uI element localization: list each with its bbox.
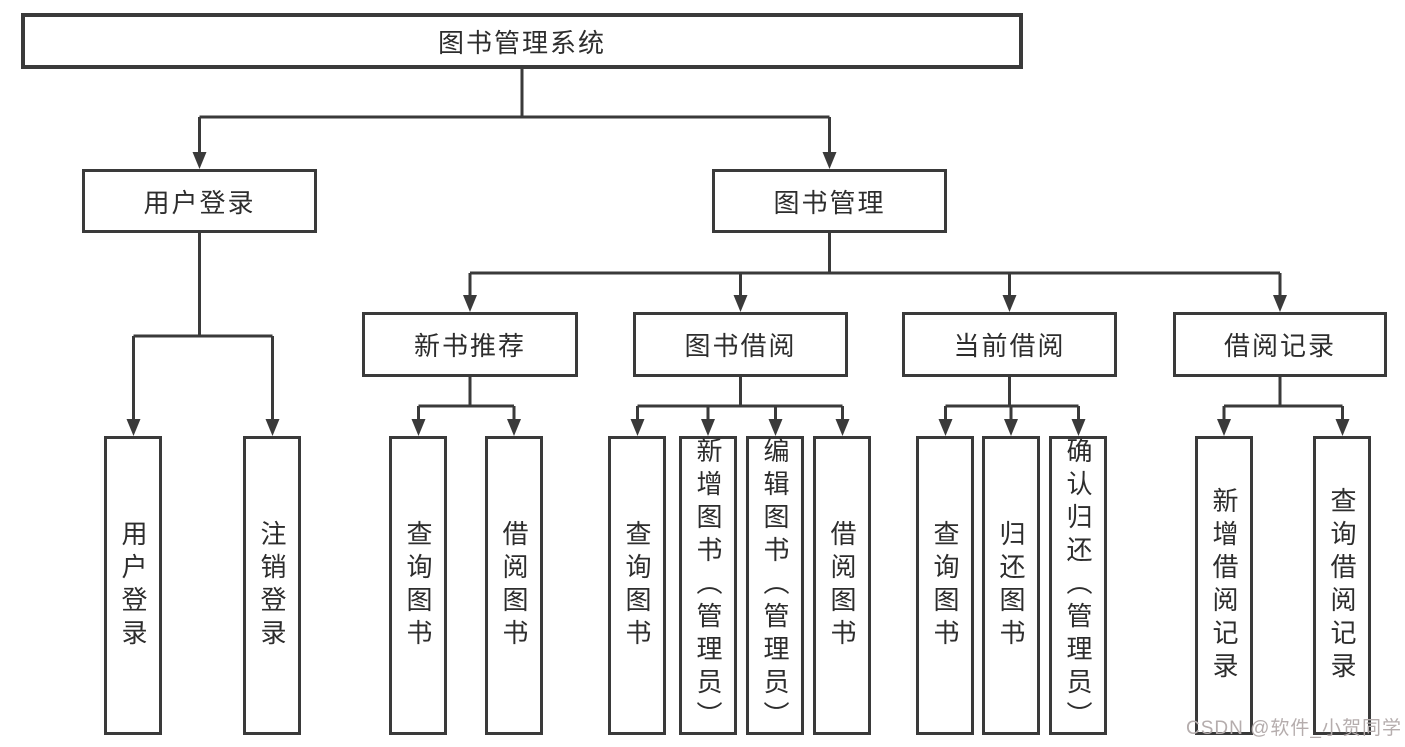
leaf-rec-query-book: 查询图书	[389, 436, 447, 735]
arrowhead	[411, 419, 426, 436]
node-book-mgmt-label: 图书管理	[773, 187, 886, 218]
node-user-login-label: 用户登录	[143, 187, 256, 218]
arrowhead	[1004, 419, 1018, 436]
leaf-cb-return-book: 归还图书	[982, 436, 1040, 735]
leaf-cb-confirm-return: 确认归还（管理员）	[1049, 436, 1107, 735]
leaf-br-add-record-label: 新增借阅记录	[1209, 486, 1239, 685]
arrowhead	[463, 295, 477, 312]
leaf-bb-add-book: 新增图书（管理员）	[679, 436, 737, 735]
arrowhead	[938, 419, 953, 436]
arrowhead	[768, 419, 783, 436]
node-book-borrow: 图书借阅	[633, 312, 848, 377]
node-book-borrow-label: 图书借阅	[684, 331, 797, 361]
connector-book-mgmt-children	[463, 233, 1287, 312]
connector-user-login-children	[126, 233, 280, 436]
leaf-cb-query-book-label: 查询图书	[930, 519, 960, 652]
leaf-br-query-record: 查询借阅记录	[1313, 436, 1371, 735]
connector-new-book-rec-children	[411, 377, 521, 436]
leaf-logout: 注销登录	[243, 436, 301, 735]
leaf-cb-query-book: 查询图书	[916, 436, 974, 735]
connector-root-to-level2	[192, 69, 837, 169]
leaf-user-login-label: 用户登录	[118, 519, 148, 652]
leaf-logout-label: 注销登录	[257, 519, 287, 652]
leaf-bb-edit-book-label: 编辑图书（管理员）	[760, 437, 790, 734]
leaf-bb-query-book-label: 查询图书	[622, 519, 652, 652]
leaf-rec-borrow-book-label: 借阅图书	[499, 519, 529, 652]
connector-current-borrow-children	[938, 377, 1086, 436]
arrowhead	[733, 295, 748, 312]
leaf-bb-borrow-book: 借阅图书	[813, 436, 871, 735]
leaf-rec-query-book-label: 查询图书	[403, 519, 433, 652]
arrowhead	[1217, 419, 1231, 436]
node-book-mgmt: 图书管理	[712, 169, 947, 233]
leaf-rec-borrow-book: 借阅图书	[485, 436, 543, 735]
node-borrow-record: 借阅记录	[1173, 312, 1387, 377]
arrowhead	[1002, 295, 1017, 312]
leaf-user-login: 用户登录	[104, 436, 162, 735]
node-new-book-rec: 新书推荐	[362, 312, 578, 377]
node-user-login: 用户登录	[82, 169, 317, 233]
connector-book-borrow-children	[630, 377, 850, 436]
node-current-borrow-label: 当前借阅	[953, 331, 1066, 361]
arrowhead	[192, 152, 207, 169]
arrowhead	[1335, 419, 1350, 436]
arrowhead	[1273, 295, 1287, 312]
leaf-bb-borrow-book-label: 借阅图书	[827, 519, 857, 652]
leaf-bb-add-book-label: 新增图书（管理员）	[693, 437, 723, 734]
arrowhead	[701, 419, 715, 436]
node-root-system-label: 图书管理系统	[437, 27, 606, 58]
arrowhead	[126, 419, 141, 436]
leaf-cb-return-book-label: 归还图书	[996, 519, 1026, 652]
leaf-bb-query-book: 查询图书	[608, 436, 666, 735]
csdn-watermark: CSDN @软件_小贺同学	[1186, 718, 1402, 739]
leaf-bb-edit-book: 编辑图书（管理员）	[746, 436, 804, 735]
leaf-br-query-record-label: 查询借阅记录	[1327, 486, 1357, 685]
node-new-book-rec-label: 新书推荐	[413, 331, 526, 361]
arrowhead	[265, 419, 280, 436]
arrowhead	[507, 419, 521, 436]
arrowhead	[822, 152, 837, 169]
node-current-borrow: 当前借阅	[902, 312, 1117, 377]
leaf-cb-confirm-return-label: 确认归还（管理员）	[1063, 437, 1093, 734]
arrowhead	[835, 419, 850, 436]
connector-borrow-record-children	[1217, 377, 1350, 436]
leaf-br-add-record: 新增借阅记录	[1195, 436, 1253, 735]
arrowhead	[630, 419, 645, 436]
arrowhead	[1071, 419, 1086, 436]
node-borrow-record-label: 借阅记录	[1223, 331, 1336, 361]
node-root-system: 图书管理系统	[21, 13, 1023, 69]
